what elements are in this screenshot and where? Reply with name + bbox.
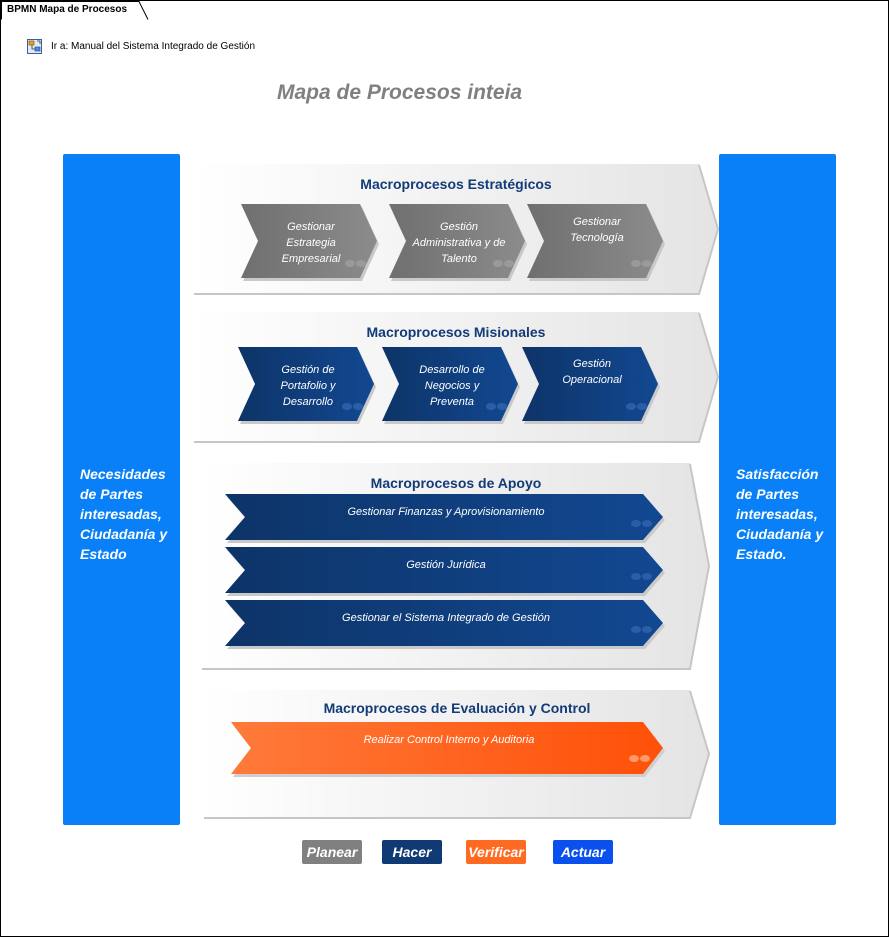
tab-shape-icon — [1, 1, 149, 20]
page-title: Mapa de Procesos inteia — [277, 81, 523, 104]
subprocess-dots-icon — [631, 573, 652, 580]
subprocess-dots-icon — [486, 403, 507, 410]
subprocess-dots-icon — [631, 260, 652, 267]
subprocess-dots-icon — [493, 260, 514, 267]
process-label: Desarrollo de Negocios y Preventa — [419, 364, 485, 408]
process-label: Gestión de Portafolio y Desarrollo — [280, 364, 336, 408]
legend-planear[interactable]: Planear — [302, 840, 362, 864]
process-desarrollo-negocios[interactable]: Desarrollo de Negocios y Preventa — [382, 347, 522, 425]
navy-wide-chevron-shape — [225, 547, 665, 596]
satisfaction-panel-text: Satisfacción de Partes interesadas, Ciud… — [736, 466, 824, 562]
process-label: Gestión Jurídica — [406, 559, 486, 571]
needs-panel[interactable]: Necesidades de Partes interesadas, Ciuda… — [63, 154, 180, 825]
diagram-link-icon — [27, 38, 42, 54]
process-label: Gestión Administrativa y de Talento — [412, 221, 506, 265]
navy-wide-chevron-shape — [225, 600, 665, 649]
apoyo-title: Macroprocesos de Apoyo — [370, 475, 542, 491]
process-gestionar-sig[interactable]: Gestionar el Sistema Integrado de Gestió… — [225, 600, 667, 650]
process-label: Gestionar Estrategia Empresarial — [281, 221, 341, 265]
legend-label: Actuar — [560, 844, 606, 860]
process-gestion-operacional[interactable]: Gestión Operacional — [522, 347, 662, 425]
misionales-title: Macroprocesos Misionales — [366, 324, 546, 340]
process-gestion-administrativa[interactable]: Gestión Administrativa y de Talento — [389, 204, 529, 282]
process-gestion-juridica[interactable]: Gestión Jurídica — [225, 547, 667, 597]
legend-label: Planear — [306, 844, 358, 860]
estrategicos-title: Macroprocesos Estratégicos — [360, 176, 552, 192]
process-gestionar-tecnologia[interactable]: Gestionar Tecnología — [527, 204, 667, 282]
legend-actuar[interactable]: Actuar — [553, 840, 613, 864]
process-label: Gestionar el Sistema Integrado de Gestió… — [342, 612, 550, 624]
orange-wide-chevron-shape — [231, 722, 665, 777]
subprocess-dots-icon — [345, 260, 366, 267]
manual-link-text: Ir a: Manual del Sistema Integrado de Ge… — [51, 40, 256, 52]
navy-chevron-shape — [522, 347, 660, 424]
process-label: Gestión Operacional — [562, 358, 622, 386]
subprocess-dots-icon — [626, 403, 647, 410]
process-gestionar-estrategia[interactable]: Gestionar Estrategia Empresarial — [241, 204, 381, 282]
manual-link[interactable]: Ir a: Manual del Sistema Integrado de Ge… — [27, 38, 255, 54]
process-label: Realizar Control Interno y Auditoria — [363, 734, 535, 746]
legend-hacer[interactable]: Hacer — [382, 840, 442, 864]
satisfaction-panel[interactable]: Satisfacción de Partes interesadas, Ciud… — [719, 154, 836, 825]
legend-verificar[interactable]: Verificar — [466, 840, 526, 864]
legend-label: Verificar — [468, 844, 524, 860]
evaluacion-title: Macroprocesos de Evaluación y Control — [323, 700, 591, 716]
legend-label: Hacer — [392, 844, 432, 860]
process-label: Gestionar Tecnología — [570, 216, 624, 244]
needs-panel-text: Necesidades de Partes interesadas, Ciuda… — [80, 466, 168, 562]
subprocess-dots-icon — [342, 403, 363, 410]
process-control-interno[interactable]: Realizar Control Interno y Auditoria — [231, 722, 667, 778]
process-label: Gestionar Finanzas y Aprovisionamiento — [347, 506, 545, 518]
process-gestionar-finanzas[interactable]: Gestionar Finanzas y Aprovisionamiento — [225, 494, 667, 544]
subprocess-dots-icon — [631, 520, 652, 527]
subprocess-dots-icon — [631, 626, 652, 633]
tab-label: BPMN Mapa de Procesos — [7, 4, 128, 15]
subprocess-dots-icon — [629, 755, 650, 762]
process-gestion-portafolio[interactable]: Gestión de Portafolio y Desarrollo — [238, 347, 378, 425]
navy-wide-chevron-shape — [225, 494, 665, 543]
